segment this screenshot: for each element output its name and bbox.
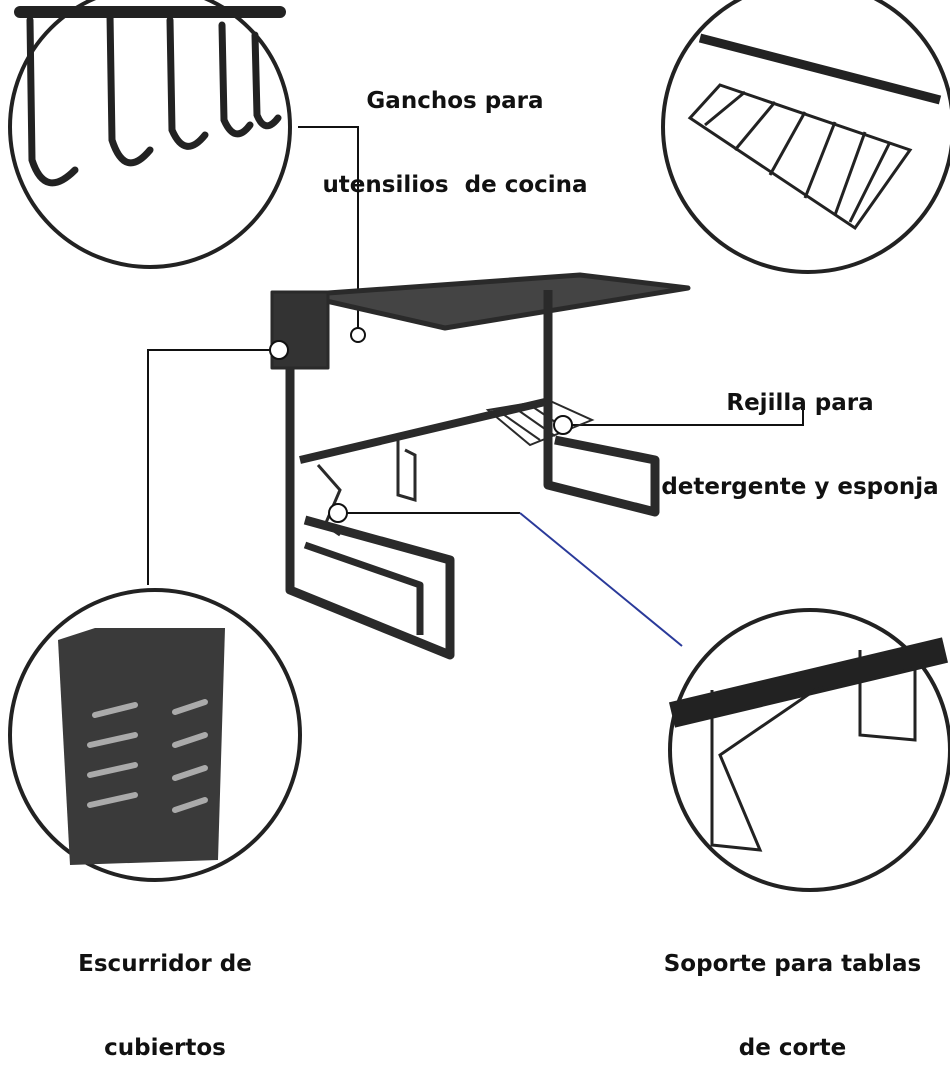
callout-dots <box>269 327 573 523</box>
label-rack-line1: Rejilla para <box>726 390 874 416</box>
callout-lines <box>147 126 804 647</box>
callout-rack <box>565 408 804 426</box>
dish-rack <box>270 272 691 660</box>
label-board: Soporte para tablas de corte <box>640 894 945 1090</box>
label-board-line2: de corte <box>738 1035 847 1061</box>
callout-cutlery <box>147 349 278 585</box>
label-rack-line2: detergente y esponja <box>661 474 939 500</box>
label-cutlery-line1: Escurridor de <box>78 951 252 977</box>
label-cutlery: Escurridor de cubiertos <box>40 894 290 1090</box>
detail-cutlery <box>8 588 302 882</box>
label-cutlery-line2: cubiertos <box>104 1035 226 1061</box>
label-hooks: Ganchos para utensilios de cocina <box>280 31 630 227</box>
label-board-line1: Soporte para tablas <box>663 951 922 977</box>
label-hooks-line2: utensilios de cocina <box>322 172 588 198</box>
detail-basket <box>661 0 950 274</box>
label-hooks-line1: Ganchos para <box>366 88 544 114</box>
callout-hooks <box>298 126 359 332</box>
label-rack: Rejilla para detergente y esponja <box>650 333 950 529</box>
detail-board-holder <box>668 608 950 892</box>
callout-board-b <box>519 512 683 647</box>
detail-hooks <box>8 0 292 269</box>
product-illustration <box>8 0 950 892</box>
